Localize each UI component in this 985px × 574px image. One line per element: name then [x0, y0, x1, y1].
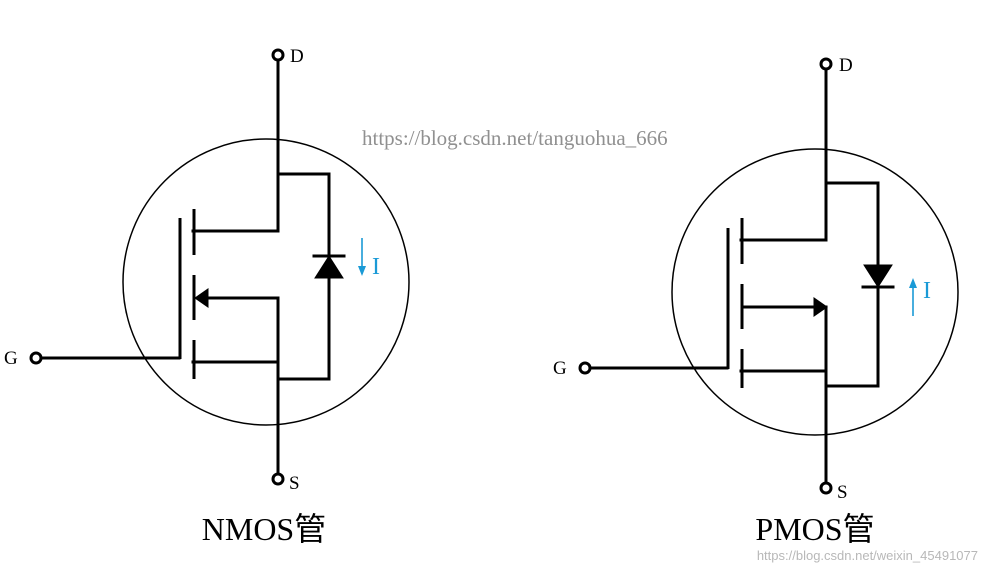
nmos-drain-label: D — [290, 46, 304, 67]
corner-watermark: https://blog.csdn.net/weixin_45491077 — [757, 548, 978, 563]
nmos-gate-label: G — [4, 348, 18, 369]
pmos-gate-label: G — [553, 358, 567, 379]
pmos-diode-top-wire — [824, 181, 880, 267]
nmos-body-circle — [122, 138, 410, 426]
nmos-gate-terminal — [29, 351, 43, 365]
pmos-current-arrow-head — [909, 278, 917, 288]
pmos-body-diode — [863, 264, 893, 288]
nmos-current-label: I — [372, 254, 380, 280]
nmos-body-diode — [314, 255, 344, 279]
pmos-body-arrow-head — [813, 297, 828, 317]
nmos-symbol: D S G I NMOS管 — [4, 46, 410, 547]
pmos-source-label: S — [837, 482, 848, 503]
nmos-diode-top-wire — [276, 172, 331, 258]
pmos-gate-terminal — [578, 361, 592, 375]
pmos-drain-terminal — [819, 57, 833, 71]
pmos-body-circle — [671, 148, 959, 436]
pmos-title: PMOS管 — [755, 511, 874, 547]
pmos-current-label: I — [923, 278, 931, 304]
pmos-symbol: D S G I PMOS管 — [553, 55, 959, 547]
nmos-title: NMOS管 — [202, 511, 326, 547]
pmos-diode-bottom-wire — [824, 285, 880, 388]
nmos-current-arrow-head — [358, 266, 366, 276]
watermark-url: https://blog.csdn.net/tanguohua_666 — [362, 126, 668, 150]
nmos-source-terminal — [271, 472, 285, 486]
nmos-diode-bottom-wire — [276, 276, 331, 381]
nmos-drain-terminal — [271, 48, 285, 62]
nmos-body-arrow-head — [194, 288, 209, 308]
nmos-source-label: S — [289, 473, 300, 494]
pmos-source-terminal — [819, 481, 833, 495]
pmos-drain-label: D — [839, 55, 853, 76]
